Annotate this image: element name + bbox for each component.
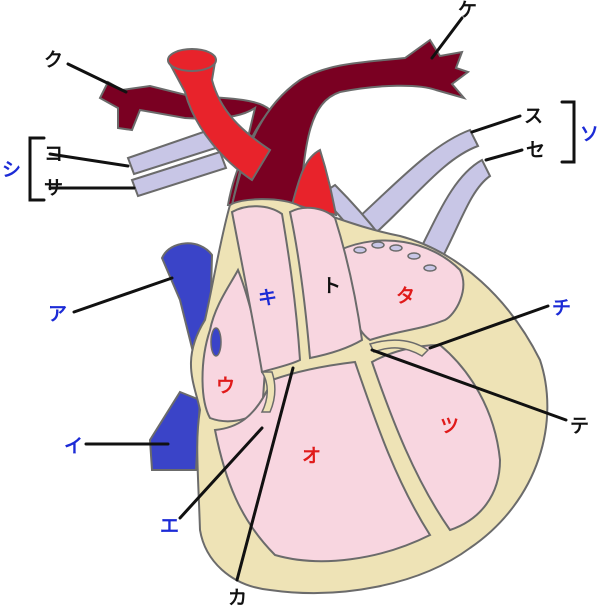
label-a: ア <box>48 303 67 325</box>
label-to: ト <box>322 275 341 297</box>
label-i: イ <box>64 435 83 457</box>
label-ku: ク <box>44 49 63 71</box>
aorta <box>167 48 338 217</box>
left-pulmonary-veins <box>126 126 228 198</box>
label-chi: チ <box>552 297 571 319</box>
label-o: オ <box>302 445 321 467</box>
pulmonary-vein-openings <box>353 241 437 272</box>
valve-flaps <box>260 339 430 413</box>
pulmonary-trunk-chamber <box>230 205 302 374</box>
leader-lines <box>28 16 576 582</box>
aortic-chamber <box>288 206 364 360</box>
label-u: ウ <box>216 375 235 397</box>
label-ke: ケ <box>458 0 477 21</box>
label-e: エ <box>160 515 179 537</box>
label-shi: シ <box>2 159 21 181</box>
oval-fossa <box>210 327 222 357</box>
label-se: セ <box>526 139 545 161</box>
left-ventricle <box>370 343 502 532</box>
label-ka: カ <box>228 587 247 609</box>
label-ta: タ <box>396 285 415 307</box>
label-te: テ <box>570 415 589 437</box>
label-su: ス <box>524 105 543 127</box>
label-so: ソ <box>580 123 599 145</box>
label-sa: サ <box>44 177 63 199</box>
label-tsu: ツ <box>440 415 459 437</box>
label-ki: キ <box>258 287 277 309</box>
label-ko: コ <box>44 143 63 165</box>
